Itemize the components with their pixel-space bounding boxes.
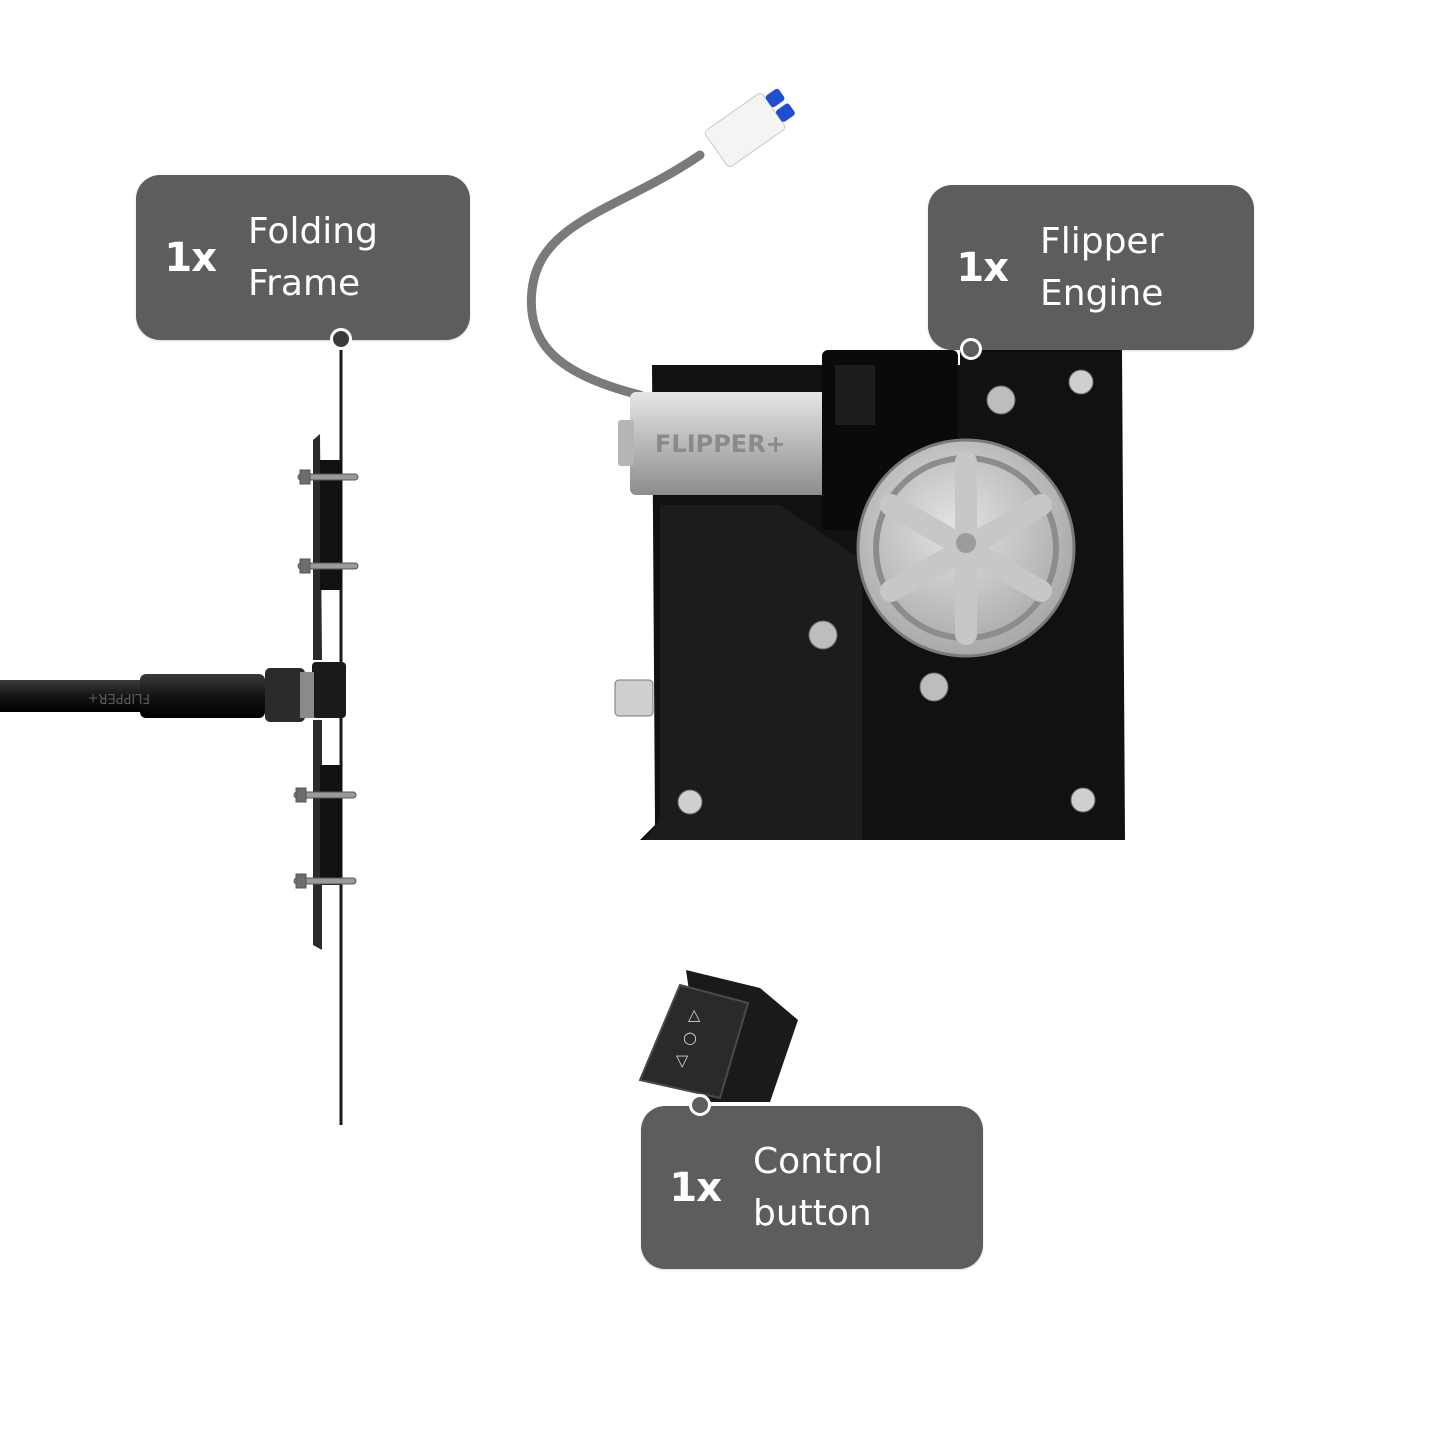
label-flipper-engine-line1: Flipper <box>1040 220 1164 262</box>
label-flipper-engine-text: Flipper Engine <box>1040 216 1163 320</box>
frame-upper-plate <box>313 434 322 660</box>
engine-cable <box>526 150 705 400</box>
engine-wheel <box>856 438 1076 658</box>
engine-screws <box>677 369 1096 815</box>
cable-logo: FLIPPER+ <box>88 690 150 705</box>
label-flipper-engine-qty: 1x <box>956 244 1009 291</box>
frame-connector <box>312 662 346 718</box>
switch-rocker <box>638 983 750 1100</box>
svg-text:○: ○ <box>683 1028 697 1047</box>
frame-cable <box>0 680 140 712</box>
pin-flipper-engine <box>960 338 982 360</box>
engine-plug <box>704 88 795 168</box>
label-control-button: 1x Control button <box>641 1106 983 1269</box>
control-button-illustration: △ ○ ▽ <box>638 970 798 1102</box>
label-control-button-qty: 1x <box>669 1164 722 1211</box>
motor-logo: FLIPPER+ <box>655 430 786 458</box>
frame-screws <box>293 469 359 889</box>
label-folding-frame-qty: 1x <box>164 234 217 281</box>
label-control-button-text: Control button <box>753 1136 883 1240</box>
label-folding-frame: 1x Folding Frame <box>136 175 470 340</box>
engine-housing <box>645 505 862 840</box>
flipper-engine-illustration: FLIPPER+ <box>526 88 1125 840</box>
pin-folding-frame <box>330 328 352 350</box>
label-control-button-line2: button <box>753 1192 872 1234</box>
label-folding-frame-text: Folding Frame <box>248 206 378 310</box>
label-folding-frame-line1: Folding <box>248 210 378 252</box>
svg-text:△: △ <box>688 1005 701 1024</box>
engine-motor <box>630 392 830 495</box>
folding-frame-illustration: FLIPPER+ <box>0 345 359 1125</box>
label-control-button-line1: Control <box>753 1140 884 1182</box>
label-folding-frame-line2: Frame <box>248 262 361 304</box>
svg-text:▽: ▽ <box>676 1051 689 1070</box>
pin-control-button <box>689 1094 711 1116</box>
label-flipper-engine: 1x Flipper Engine <box>928 185 1254 350</box>
frame-cable-sleeve <box>140 674 265 718</box>
frame-lower-plate <box>313 720 322 950</box>
label-flipper-engine-line2: Engine <box>1040 272 1164 314</box>
engine-side-pin <box>614 679 654 717</box>
